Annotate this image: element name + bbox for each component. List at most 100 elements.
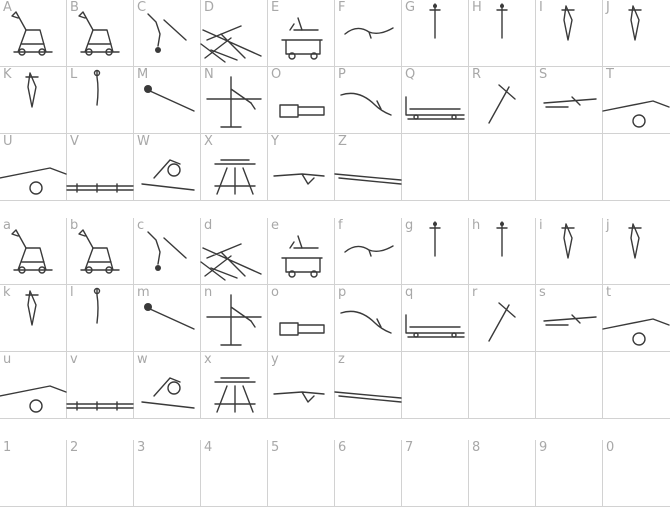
gatling-gun-icon <box>214 159 256 195</box>
dagger-icon <box>561 5 575 41</box>
field-cannon-icon <box>0 385 67 413</box>
sword-icon <box>496 221 508 257</box>
glyph-cell: h <box>469 218 536 285</box>
glyph-label: X <box>204 134 213 149</box>
glyph-cell: o <box>268 285 335 352</box>
catapult-icon <box>11 11 53 56</box>
glyph-cell: E <box>268 0 335 67</box>
glyph-label: 6 <box>338 440 347 455</box>
glyph-cell: p <box>335 285 402 352</box>
glyph-cell: 9 <box>536 440 603 507</box>
ballista-icon <box>200 243 262 281</box>
glyph-label: i <box>539 218 543 233</box>
dagger-icon <box>25 290 39 326</box>
glyph-cell: q <box>402 285 469 352</box>
glyph-cell: s <box>536 285 603 352</box>
glyph-cell: C <box>134 0 201 67</box>
glyph-label: v <box>70 352 78 367</box>
pistol-icon <box>543 314 597 326</box>
glyph-cell: B <box>67 0 134 67</box>
glyph-label: k <box>3 285 11 300</box>
glyph-cell: K <box>0 67 67 134</box>
glyph-cell: N <box>201 67 268 134</box>
field-cannon-icon <box>602 100 670 128</box>
glyph-label: g <box>405 218 414 233</box>
glyph-cell: I <box>536 0 603 67</box>
mortar-icon <box>141 159 195 191</box>
curved-blade-icon <box>344 27 394 39</box>
glyph-cell: U <box>0 134 67 201</box>
flintlock-pistol-icon <box>273 173 325 185</box>
glyph-label: l <box>70 285 74 300</box>
glyph-label: E <box>271 0 280 15</box>
glyph-cell: v <box>66 352 134 419</box>
glyph-cell: 1 <box>0 440 67 507</box>
cannon-icon <box>405 314 465 338</box>
glyph-label: s <box>539 285 546 300</box>
glyph-cell: 7 <box>402 440 469 507</box>
glyph-cell: Y <box>268 134 335 201</box>
glyph-label: 4 <box>204 440 213 455</box>
glyph-label: t <box>606 285 612 300</box>
glyph-cell: e <box>268 218 335 285</box>
glyph-label: C <box>137 0 147 15</box>
glyph-label: m <box>137 285 150 300</box>
glyph-cell: A <box>0 0 67 67</box>
glyph-label: h <box>472 218 481 233</box>
gauntlet-icon <box>279 322 325 336</box>
glyph-cell: t <box>602 285 670 352</box>
glyph-label: u <box>3 352 12 367</box>
scimitar-icon <box>340 92 392 116</box>
glyph-cell: Z <box>334 134 402 201</box>
musket-icon <box>334 391 402 403</box>
field-cannon-icon <box>0 167 67 195</box>
glyph-label: q <box>405 285 414 300</box>
glyph-cell: L <box>67 67 134 134</box>
glyph-cell <box>603 134 670 201</box>
glyph-cell: R <box>469 67 536 134</box>
ballista-icon <box>200 25 262 63</box>
dagger-icon <box>561 223 575 259</box>
flail-icon <box>147 231 187 271</box>
glyph-label: x <box>204 352 212 367</box>
catapult-icon <box>78 11 120 56</box>
glyph-label: 2 <box>70 440 79 455</box>
glyph-label: e <box>271 218 279 233</box>
glyph-label: j <box>606 218 610 233</box>
glyph-cell: l <box>67 285 134 352</box>
glyph-label: o <box>271 285 279 300</box>
glyph-label: 7 <box>405 440 414 455</box>
glyph-cell: T <box>602 67 670 134</box>
glyph-label: R <box>472 67 482 82</box>
glyph-cell <box>402 134 469 201</box>
glyph-cell: O <box>268 67 335 134</box>
glyph-cell: 6 <box>335 440 402 507</box>
dagger-icon <box>628 223 642 259</box>
glyph-cell: k <box>0 285 67 352</box>
glyph-cell: x <box>201 352 268 419</box>
glyph-label: z <box>338 352 345 367</box>
glyph-label: O <box>271 67 282 82</box>
glyph-label: c <box>137 218 145 233</box>
crossbow-cart-icon <box>281 235 323 278</box>
glyph-cell <box>536 134 603 201</box>
glyph-label: r <box>472 285 478 300</box>
glyph-cell: d <box>200 218 268 285</box>
glyph-cell: X <box>201 134 268 201</box>
glyph-cell: W <box>134 134 201 201</box>
dagger-icon <box>25 72 39 108</box>
glyph-cell: V <box>66 134 134 201</box>
glyph-cell: 8 <box>469 440 536 507</box>
crossbow-cart-icon <box>281 17 323 60</box>
glyph-cell: c <box>134 218 201 285</box>
glyph-label: K <box>3 67 12 82</box>
glyph-cell <box>469 134 536 201</box>
crossbow-icon <box>488 84 516 124</box>
flail-icon <box>147 13 187 53</box>
pistol-icon <box>543 96 597 108</box>
catapult-icon <box>11 229 53 274</box>
glyph-cell: S <box>536 67 603 134</box>
glyph-cell: F <box>335 0 402 67</box>
glyph-cell: u <box>0 352 67 419</box>
glyph-label: G <box>405 0 416 15</box>
